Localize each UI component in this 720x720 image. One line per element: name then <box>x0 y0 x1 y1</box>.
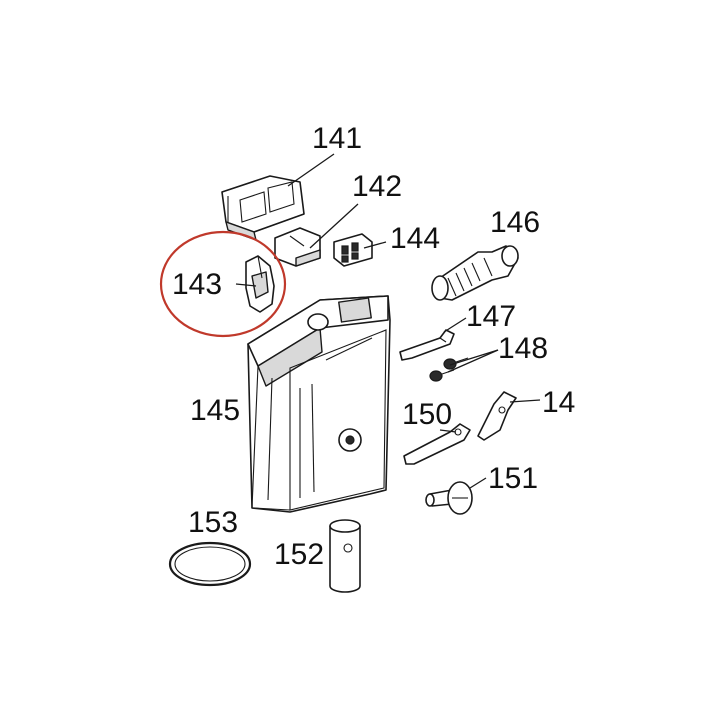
part-142-block <box>274 227 321 267</box>
part-152-cylinder <box>329 519 361 593</box>
label-142: 142 <box>352 170 402 203</box>
part-151-pin <box>425 481 473 515</box>
label-143: 143 <box>172 268 222 301</box>
highlight-ring-143 <box>159 230 287 338</box>
label-145: 145 <box>190 394 240 427</box>
label-148: 148 <box>498 332 548 365</box>
part-141-bracket <box>221 175 305 241</box>
part-147-plate <box>399 329 455 361</box>
leader-lines <box>235 153 541 489</box>
label-141: 141 <box>312 122 362 155</box>
label-150: 150 <box>402 398 452 431</box>
label-144: 144 <box>390 222 440 255</box>
part-144-connector <box>333 233 373 267</box>
part-14-lever <box>477 391 517 441</box>
label-152: 152 <box>274 538 324 571</box>
label-146: 146 <box>490 206 540 239</box>
label-14: 14 <box>542 386 575 419</box>
part-153-o-ring <box>168 541 252 587</box>
label-153: 153 <box>188 506 238 539</box>
part-146-valve <box>431 245 519 301</box>
part-143-latch <box>245 255 275 313</box>
part-145-body <box>247 295 391 513</box>
part-148-screws <box>429 357 469 382</box>
label-151: 151 <box>488 462 538 495</box>
label-147: 147 <box>466 300 516 333</box>
